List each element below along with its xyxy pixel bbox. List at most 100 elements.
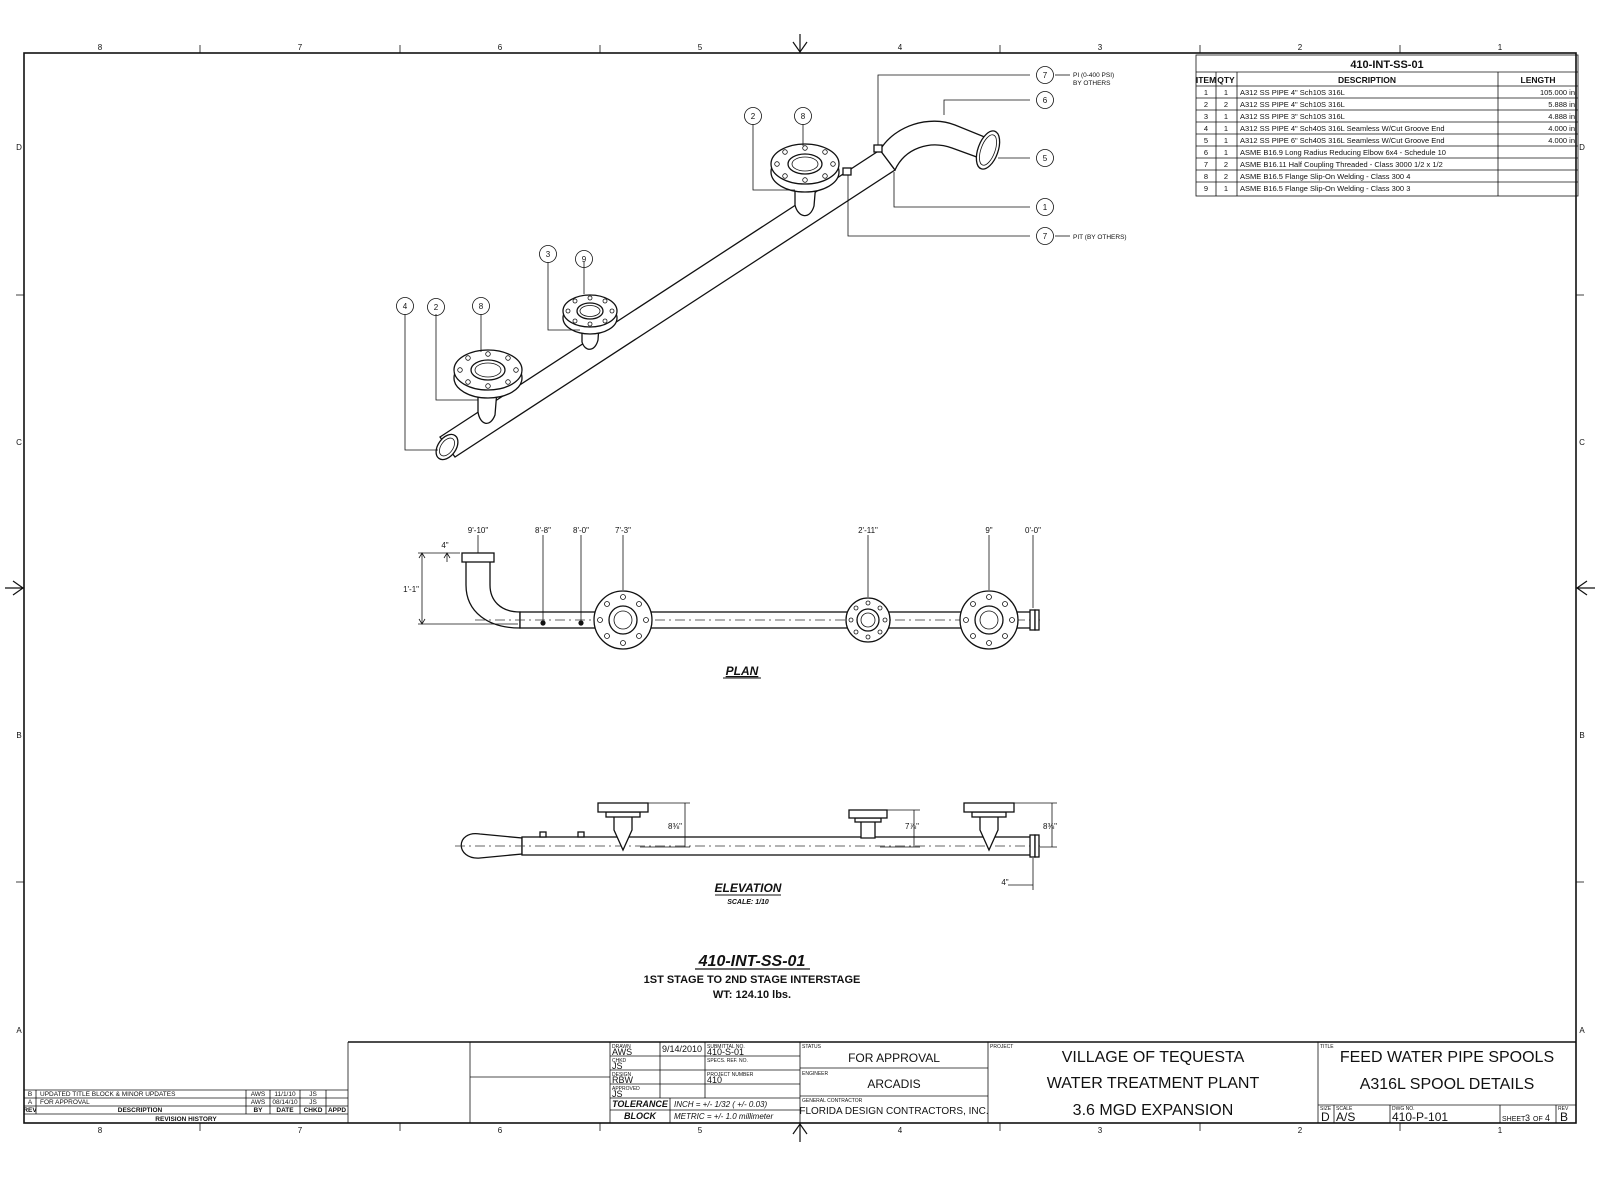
project-number-label: PROJECT NUMBER xyxy=(707,1072,754,1078)
svg-text:1: 1 xyxy=(1204,88,1208,97)
bom-header: DESCRIPTION xyxy=(1338,75,1396,85)
svg-text:A312 SS PIPE 3" Sch10S 316L: A312 SS PIPE 3" Sch10S 316L xyxy=(1240,112,1345,121)
plan-dimension: 0'-0" xyxy=(1025,526,1041,535)
svg-text:A: A xyxy=(28,1099,33,1106)
flange xyxy=(845,597,891,643)
svg-text:A312 SS PIPE 4" Sch10S 316L: A312 SS PIPE 4" Sch10S 316L xyxy=(1240,100,1345,109)
zone-label: 7 xyxy=(298,1126,303,1135)
elevation-dimension: 4" xyxy=(1001,878,1008,887)
sheet-label: SHEET xyxy=(1502,1116,1526,1123)
submittal-number: 410-S-01 xyxy=(707,1047,744,1057)
svg-text:7: 7 xyxy=(1204,160,1208,169)
zone-label: 2 xyxy=(1298,1126,1303,1135)
svg-text:4.888 in: 4.888 in xyxy=(1548,112,1575,121)
revision-header: DATE xyxy=(276,1107,294,1114)
svg-text:3: 3 xyxy=(546,250,551,259)
drawn-by: AWS xyxy=(612,1047,632,1057)
elevation-dimension: 8⅜" xyxy=(668,822,682,831)
project-name-line: VILLAGE OF TEQUESTA xyxy=(1062,1049,1245,1066)
elevation-dimension: 8⅜" xyxy=(1043,822,1057,831)
half-coupling xyxy=(873,144,883,153)
spool-id: 410-INT-SS-01 xyxy=(698,953,806,970)
drawing-title-line: A316L SPOOL DETAILS xyxy=(1360,1076,1535,1093)
revision-row: B UPDATED TITLE BLOCK & MINOR UPDATES AW… xyxy=(28,1091,318,1098)
flange xyxy=(593,590,653,650)
plan-dimension: 9" xyxy=(985,526,992,535)
spool-description: 1ST STAGE TO 2ND STAGE INTERSTAGE xyxy=(644,974,861,986)
half-coupling xyxy=(539,831,547,838)
elevation-dimension: 7⅞" xyxy=(905,822,919,831)
item-balloon: 2 xyxy=(427,298,445,316)
zone-label: 4 xyxy=(898,43,903,52)
flange xyxy=(963,802,1015,852)
svg-text:2: 2 xyxy=(1224,100,1228,109)
bom-header: QTY xyxy=(1217,75,1235,85)
design-label: DESIGN xyxy=(612,1072,632,1078)
title-block: DRAWN CHKD DESIGN APPROVED SUBMITTAL NO.… xyxy=(348,1041,1576,1124)
engineer-name: ARCADIS xyxy=(867,1077,920,1091)
svg-text:4.000 in: 4.000 in xyxy=(1548,124,1575,133)
title-label: TITLE xyxy=(1320,1044,1334,1050)
elbow-outlet xyxy=(461,552,495,563)
svg-text:A312 SS PIPE 4" Sch10S 316L: A312 SS PIPE 4" Sch10S 316L xyxy=(1240,88,1345,97)
svg-text:2: 2 xyxy=(1224,160,1228,169)
contractor-name: FLORIDA DESIGN CONTRACTORS, INC. xyxy=(799,1106,988,1117)
drawing-number: 410-P-101 xyxy=(1392,1110,1448,1124)
svg-text:1: 1 xyxy=(1224,184,1228,193)
project-name-line: WATER TREATMENT PLANT xyxy=(1047,1075,1260,1092)
svg-text:2: 2 xyxy=(1224,172,1228,181)
elbow xyxy=(879,120,993,172)
svg-text:1: 1 xyxy=(1224,112,1228,121)
item-balloon: 8 xyxy=(794,107,812,125)
tolerance-metric: METRIC = +/- 1.0 millimeter xyxy=(674,1112,773,1121)
approved-label: APPROVED xyxy=(612,1086,640,1092)
elevation-view: 8⅜" 7⅞" 8⅜" 4" ELEVATION SCALE: 1/10 xyxy=(455,802,1057,906)
zone-label: 5 xyxy=(698,43,703,52)
zone-label: 7 xyxy=(298,43,303,52)
svg-text:5: 5 xyxy=(1204,136,1208,145)
sheet-total: 4 xyxy=(1545,1113,1550,1123)
revision-header: BY xyxy=(253,1107,263,1114)
zone-label: 6 xyxy=(498,1126,503,1135)
svg-text:ASME B16.5 Flange Slip-On Weld: ASME B16.5 Flange Slip-On Welding - Clas… xyxy=(1240,172,1410,181)
half-coupling xyxy=(842,167,852,176)
bom-title: 410-INT-SS-01 xyxy=(1350,59,1423,71)
scale-label: SCALE xyxy=(1336,1106,1353,1112)
zone-label: 2 xyxy=(1298,43,1303,52)
plan-title: PLAN xyxy=(726,664,759,678)
bom-header: ITEM xyxy=(1196,75,1216,85)
revision-header: APPD xyxy=(328,1107,346,1114)
revision-header: REV xyxy=(23,1107,37,1114)
project-number: 410 xyxy=(707,1075,722,1085)
svg-text:08/14/10: 08/14/10 xyxy=(272,1099,298,1106)
elbow-outlet xyxy=(975,130,1001,170)
zone-label: C xyxy=(1579,438,1585,447)
elevation-title: ELEVATION xyxy=(715,881,782,895)
svg-text:8: 8 xyxy=(479,302,484,311)
item-balloon: 4 xyxy=(396,297,414,315)
svg-text:105.000 in: 105.000 in xyxy=(1540,88,1575,97)
sheet-size: D xyxy=(1321,1110,1330,1124)
revision-letter: B xyxy=(1560,1110,1568,1124)
svg-text:JS: JS xyxy=(309,1091,317,1098)
svg-text:1: 1 xyxy=(1224,136,1228,145)
tolerance-title: TOLERANCE xyxy=(612,1099,669,1109)
pit-note: PIT (BY OTHERS) xyxy=(1073,234,1127,241)
zone-label: 4 xyxy=(898,1126,903,1135)
zone-label: A xyxy=(16,1026,22,1035)
tolerance-title: BLOCK xyxy=(624,1111,657,1121)
zone-label: 8 xyxy=(98,43,103,52)
svg-text:4.000 in: 4.000 in xyxy=(1548,136,1575,145)
pressure-indicator-note: PI (0-400 PSI) xyxy=(1073,72,1114,79)
checked-by: JS xyxy=(612,1061,623,1071)
item-balloon: 6 xyxy=(1036,91,1054,109)
zone-label: D xyxy=(1579,143,1585,152)
zone-label: C xyxy=(16,438,22,447)
item-balloon: 8 xyxy=(472,297,490,315)
status-label: STATUS xyxy=(802,1044,822,1050)
svg-text:JS: JS xyxy=(309,1099,317,1106)
svg-text:8: 8 xyxy=(1204,172,1208,181)
